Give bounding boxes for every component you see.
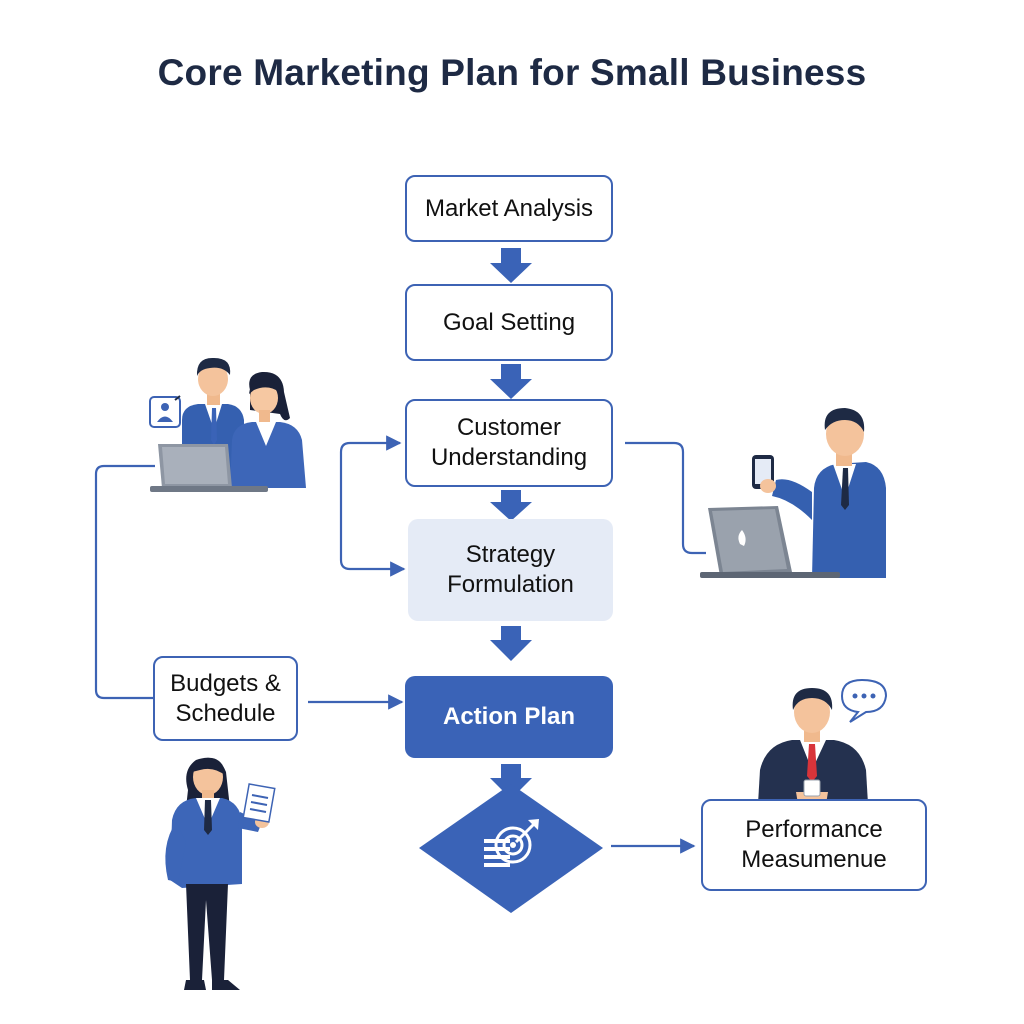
action-plan-node: Action Plan <box>405 676 613 758</box>
market-analysis-node: Market Analysis <box>405 175 613 242</box>
businessman-phone-icon <box>700 408 886 578</box>
customer-understanding-node: Customer Understanding <box>405 399 613 487</box>
goal-setting-label: Goal Setting <box>442 308 576 336</box>
budgets-schedule-label: Budgets & Schedule <box>170 669 281 727</box>
left-feedback-line <box>94 464 155 700</box>
loop-connector <box>339 435 406 577</box>
strategy-formulation-label: Strategy Formulation <box>447 541 574 598</box>
market-analysis-label: Market Analysis <box>424 194 594 222</box>
business-team-icon <box>149 357 306 492</box>
down-arrow-2 <box>490 364 532 399</box>
decision-diamond <box>419 784 603 913</box>
strategy-formulation-node: Strategy Formulation <box>408 519 613 621</box>
budgets-schedule-node: Budgets & Schedule <box>153 656 298 741</box>
down-arrow-4 <box>490 626 532 661</box>
action-plan-label: Action Plan <box>442 703 575 730</box>
customer-understanding-label: Customer Understanding <box>430 414 588 471</box>
down-arrow-3 <box>490 490 532 521</box>
page-title: Core Marketing Plan for Small Business <box>157 52 867 93</box>
businesswoman-document-icon <box>165 757 276 990</box>
target-growth-icon <box>484 819 539 867</box>
down-arrow-1 <box>490 248 532 283</box>
speaking-businessman-icon <box>758 678 888 804</box>
customer-to-right-line <box>625 441 706 555</box>
goal-setting-node: Goal Setting <box>405 284 613 361</box>
performance-label: Performance Measumenue <box>741 816 887 873</box>
performance-node: Performance Measumenue <box>701 799 927 891</box>
down-arrow-5 <box>490 764 532 799</box>
